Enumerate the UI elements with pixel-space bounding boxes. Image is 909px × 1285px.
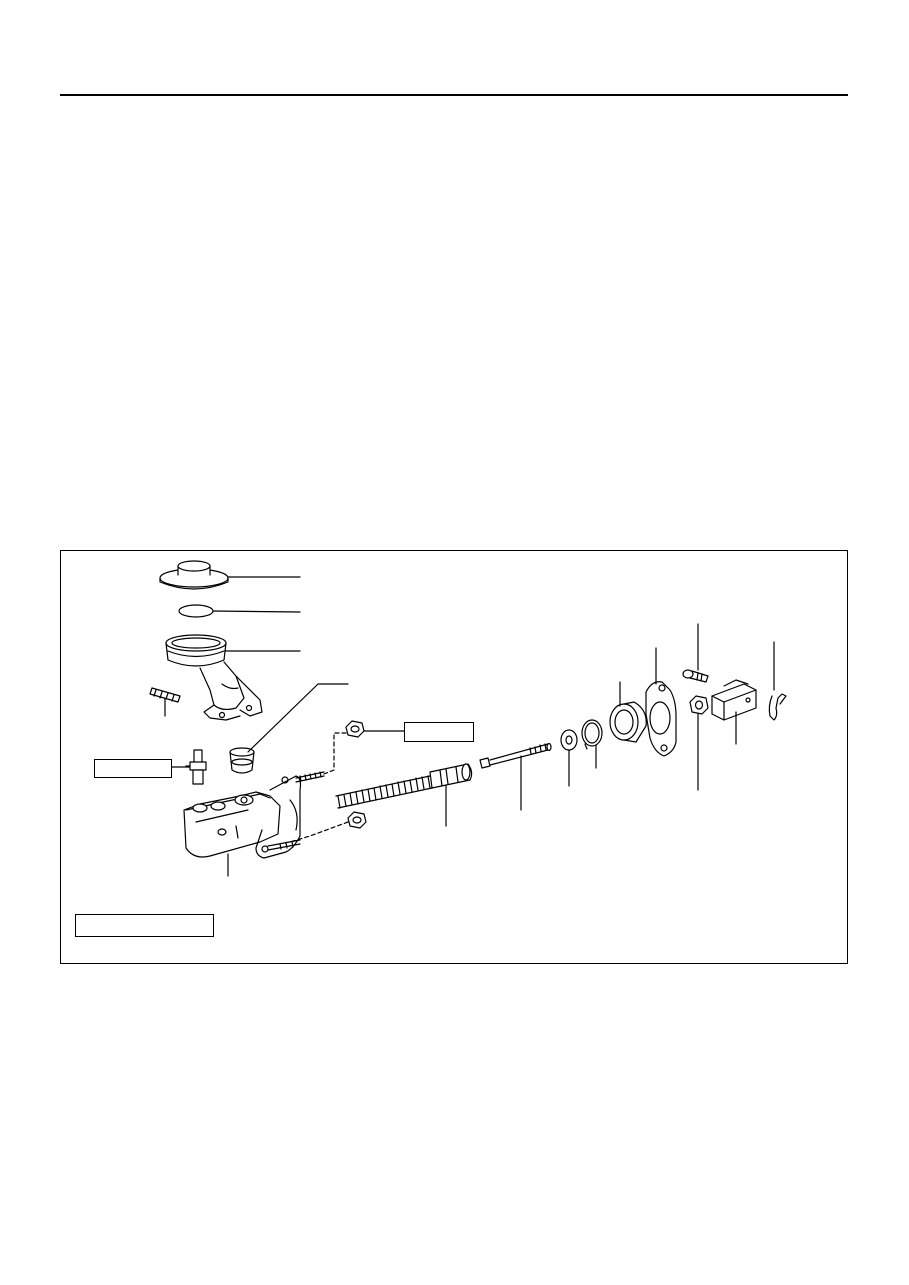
lock-nut — [689, 695, 709, 715]
dash-upper — [323, 732, 347, 775]
leader-reservoir-gasket — [212, 610, 301, 613]
nut-upper — [345, 720, 365, 738]
dash-lower — [289, 821, 349, 843]
reservoir-tank — [165, 634, 263, 721]
snap-ring — [581, 719, 603, 750]
torque-label-box-union — [94, 759, 172, 778]
reservoir-gasket — [178, 604, 214, 618]
washer — [560, 729, 578, 751]
clevis-clip — [768, 693, 787, 721]
master-cylinder-body — [183, 775, 302, 859]
piston-spring — [335, 775, 433, 809]
push-rod — [479, 742, 552, 769]
slotted-pin — [149, 687, 181, 703]
figure-frame — [60, 550, 848, 964]
header-rule — [60, 94, 848, 96]
clevis-pin-bolt — [682, 669, 709, 683]
push-rod-clevis — [711, 679, 757, 721]
torque-label-box-upper — [404, 722, 474, 742]
reservoir-cap — [159, 560, 229, 590]
reservoir-grommet — [229, 747, 255, 774]
mounting-gasket — [645, 681, 677, 757]
legend-label-box — [75, 914, 214, 937]
stud-bolt-upper — [295, 771, 325, 783]
piston — [429, 763, 473, 789]
hose-union — [185, 749, 207, 785]
stud-bolt-lower — [267, 839, 301, 851]
nut-lower — [347, 811, 367, 829]
leader-reservoir-grommet — [247, 683, 349, 753]
push-rod-boot — [609, 701, 647, 743]
